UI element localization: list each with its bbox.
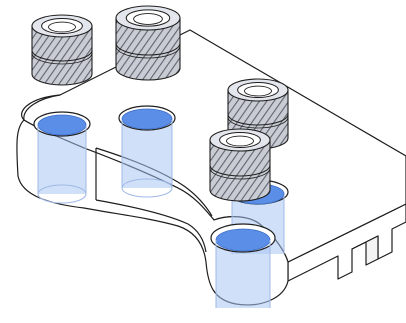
plate-notch xyxy=(351,235,379,266)
plate-top-edge-left xyxy=(23,94,61,121)
hole-left xyxy=(33,111,91,204)
insert-back-mid xyxy=(115,5,181,81)
holes xyxy=(33,105,289,308)
insert-front xyxy=(209,128,271,202)
knurled-inserts xyxy=(31,5,289,202)
plate-inner-arc-edge xyxy=(95,147,213,217)
plate-inner-arc-bottom xyxy=(95,199,207,253)
insert-back-left xyxy=(31,14,93,86)
hole-center xyxy=(118,105,176,198)
hole-front xyxy=(210,223,276,308)
